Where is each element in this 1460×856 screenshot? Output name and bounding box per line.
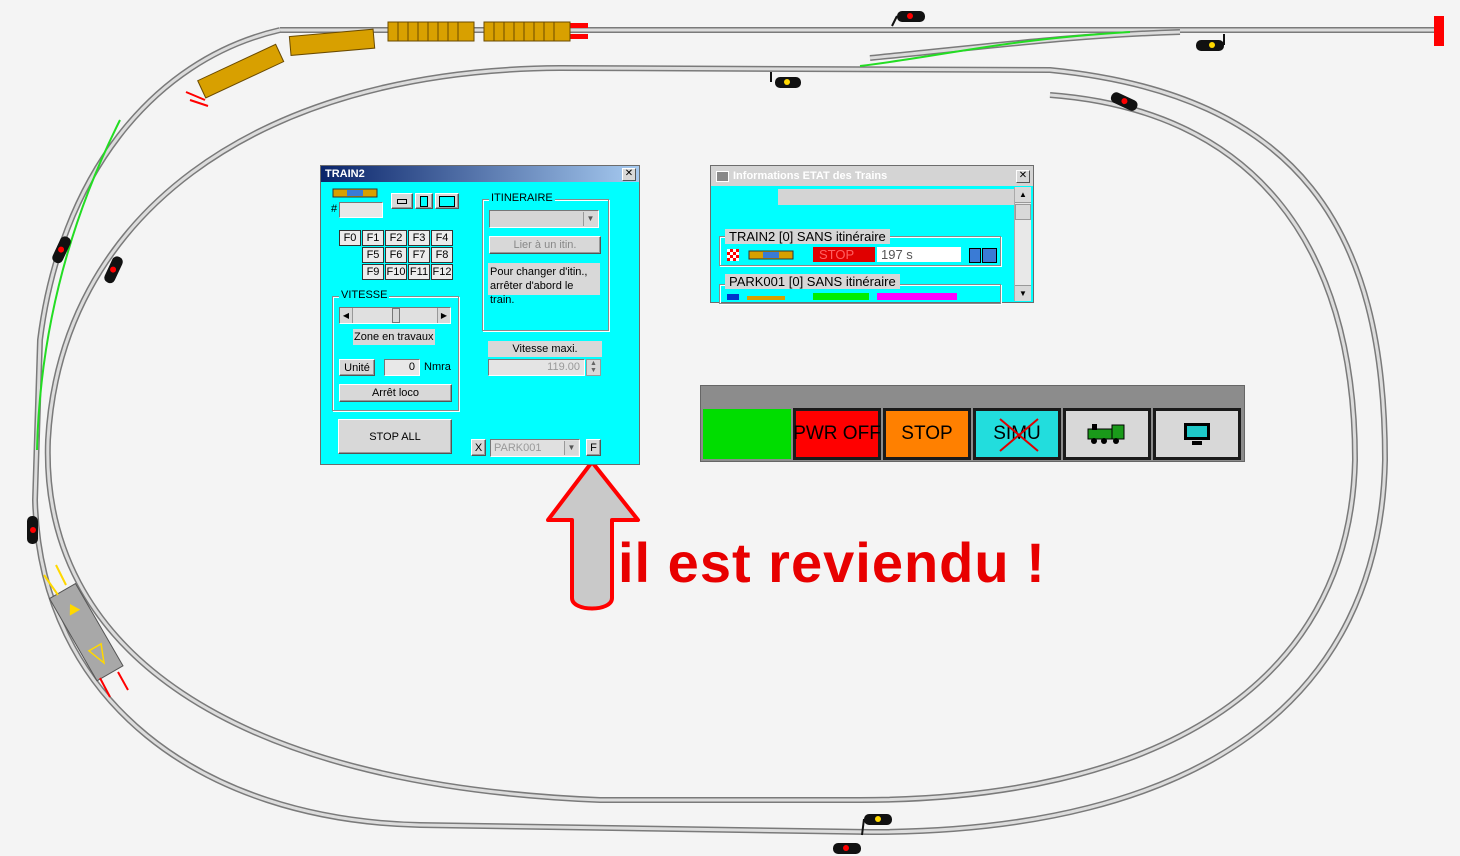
status-header-bar bbox=[778, 189, 1016, 205]
disabled-cross-icon bbox=[999, 418, 1039, 452]
function-key-f0[interactable]: F0 bbox=[339, 230, 361, 246]
simu-button[interactable]: SIMU bbox=[973, 408, 1061, 460]
train-status-badge: STOP bbox=[813, 247, 875, 262]
f-button[interactable]: F bbox=[586, 439, 601, 456]
max-speed-label: Vitesse maxi. bbox=[488, 341, 602, 357]
itinerary-label: ITINERAIRE bbox=[489, 192, 555, 204]
park-select-value: PARK001 bbox=[494, 442, 542, 454]
monitor-icon bbox=[1184, 423, 1210, 445]
function-key-f7[interactable]: F7 bbox=[408, 247, 430, 263]
train-status-name: TRAIN2 [0] SANS itinéraire bbox=[725, 229, 890, 244]
address-input[interactable] bbox=[339, 202, 383, 218]
speed-value: 0 bbox=[384, 359, 420, 376]
function-key-f4[interactable]: F4 bbox=[431, 230, 453, 246]
up-arrow-icon bbox=[546, 460, 640, 611]
function-key-f5[interactable]: F5 bbox=[362, 247, 384, 263]
speed-slider[interactable]: ◀ ▶ bbox=[339, 307, 451, 324]
grey-locomotive bbox=[48, 582, 124, 682]
signal-icon bbox=[861, 814, 892, 836]
view-medium-icon[interactable] bbox=[415, 193, 433, 209]
buffer-stop bbox=[1434, 16, 1444, 46]
function-key-f6[interactable]: F6 bbox=[385, 247, 407, 263]
locomotive-icon bbox=[748, 250, 794, 260]
link-itinerary-button[interactable]: Lier à un itin. bbox=[489, 236, 601, 254]
signal-icon bbox=[891, 11, 925, 27]
train-status-window: Informations ETAT des Trains ✕ ▲ ▼ TRAIN… bbox=[710, 165, 1034, 304]
view-small-icon[interactable] bbox=[391, 193, 413, 209]
function-key-f10[interactable]: F10 bbox=[385, 264, 407, 280]
window-title: Informations ETAT des Trains bbox=[711, 166, 1033, 186]
max-speed-spinner[interactable]: ▲▼ bbox=[586, 359, 601, 376]
park-icon bbox=[727, 294, 739, 300]
signal-icon bbox=[1196, 34, 1225, 51]
close-icon[interactable]: ✕ bbox=[622, 168, 636, 181]
train-wagons bbox=[197, 21, 571, 99]
control-bar: PWR OFF STOP SIMU bbox=[700, 385, 1245, 462]
x-button[interactable]: X bbox=[471, 439, 486, 456]
function-key-f9[interactable]: F9 bbox=[362, 264, 384, 280]
speed-label: VITESSE bbox=[339, 289, 390, 301]
address-prefix: # bbox=[331, 203, 338, 215]
stop-button[interactable]: STOP bbox=[883, 408, 971, 460]
signal-icon bbox=[770, 72, 801, 88]
function-key-f1[interactable]: F1 bbox=[362, 230, 384, 246]
function-key-f2[interactable]: F2 bbox=[385, 230, 407, 246]
locomotive-icon bbox=[332, 188, 378, 198]
max-speed-value[interactable]: 119.00 bbox=[488, 359, 585, 376]
itinerary-select[interactable]: ▼ bbox=[489, 210, 599, 228]
train-detail-icon[interactable] bbox=[969, 248, 981, 263]
wagon-icon bbox=[747, 296, 785, 300]
unit-button[interactable]: Unité bbox=[339, 359, 375, 376]
stop-all-button[interactable]: STOP ALL bbox=[338, 419, 452, 454]
train-status-name: PARK001 [0] SANS itinéraire bbox=[725, 274, 900, 289]
active-route bbox=[36, 31, 1131, 451]
train-map-icon[interactable] bbox=[982, 248, 997, 263]
scrollbar[interactable]: ▲ ▼ bbox=[1014, 187, 1031, 301]
train-time: 197 s bbox=[877, 247, 961, 262]
speed-group: VITESSE bbox=[332, 289, 459, 411]
flag-icon bbox=[727, 249, 739, 261]
signal-icon bbox=[52, 236, 71, 264]
itinerary-info-text: Pour changer d'itin., arrêter d'abord le… bbox=[488, 263, 600, 306]
display-button[interactable] bbox=[1153, 408, 1241, 460]
view-large-icon[interactable] bbox=[435, 193, 459, 209]
train-status-badge bbox=[813, 293, 869, 300]
locomotives-button[interactable] bbox=[1063, 408, 1151, 460]
stop-loco-button[interactable]: Arrêt loco bbox=[339, 384, 452, 402]
signal-icon bbox=[833, 843, 861, 854]
zone-text: Zone en travaux bbox=[353, 329, 435, 345]
function-key-f11[interactable]: F11 bbox=[408, 264, 430, 280]
signal-icon bbox=[1110, 92, 1138, 111]
function-key-f8[interactable]: F8 bbox=[431, 247, 453, 263]
function-key-f12[interactable]: F12 bbox=[431, 264, 453, 280]
window-title: TRAIN2 bbox=[321, 166, 639, 182]
annotation-text: il est reviendu ! bbox=[618, 531, 1046, 594]
close-icon[interactable]: ✕ bbox=[1016, 170, 1030, 183]
itinerary-group: ITINERAIRE bbox=[482, 192, 609, 331]
signal-icon bbox=[27, 516, 38, 544]
speed-unit: Nmra bbox=[424, 361, 451, 373]
window-icon bbox=[716, 171, 729, 182]
park-select[interactable]: PARK001 ▼ bbox=[490, 439, 580, 457]
power-off-button[interactable]: PWR OFF bbox=[793, 408, 881, 460]
signal-icon bbox=[104, 256, 123, 284]
power-status-indicator bbox=[702, 408, 792, 460]
wagon-detail bbox=[397, 22, 555, 41]
function-key-f3[interactable]: F3 bbox=[408, 230, 430, 246]
steam-locomotive-icon bbox=[1087, 424, 1125, 444]
train-time bbox=[877, 293, 957, 300]
